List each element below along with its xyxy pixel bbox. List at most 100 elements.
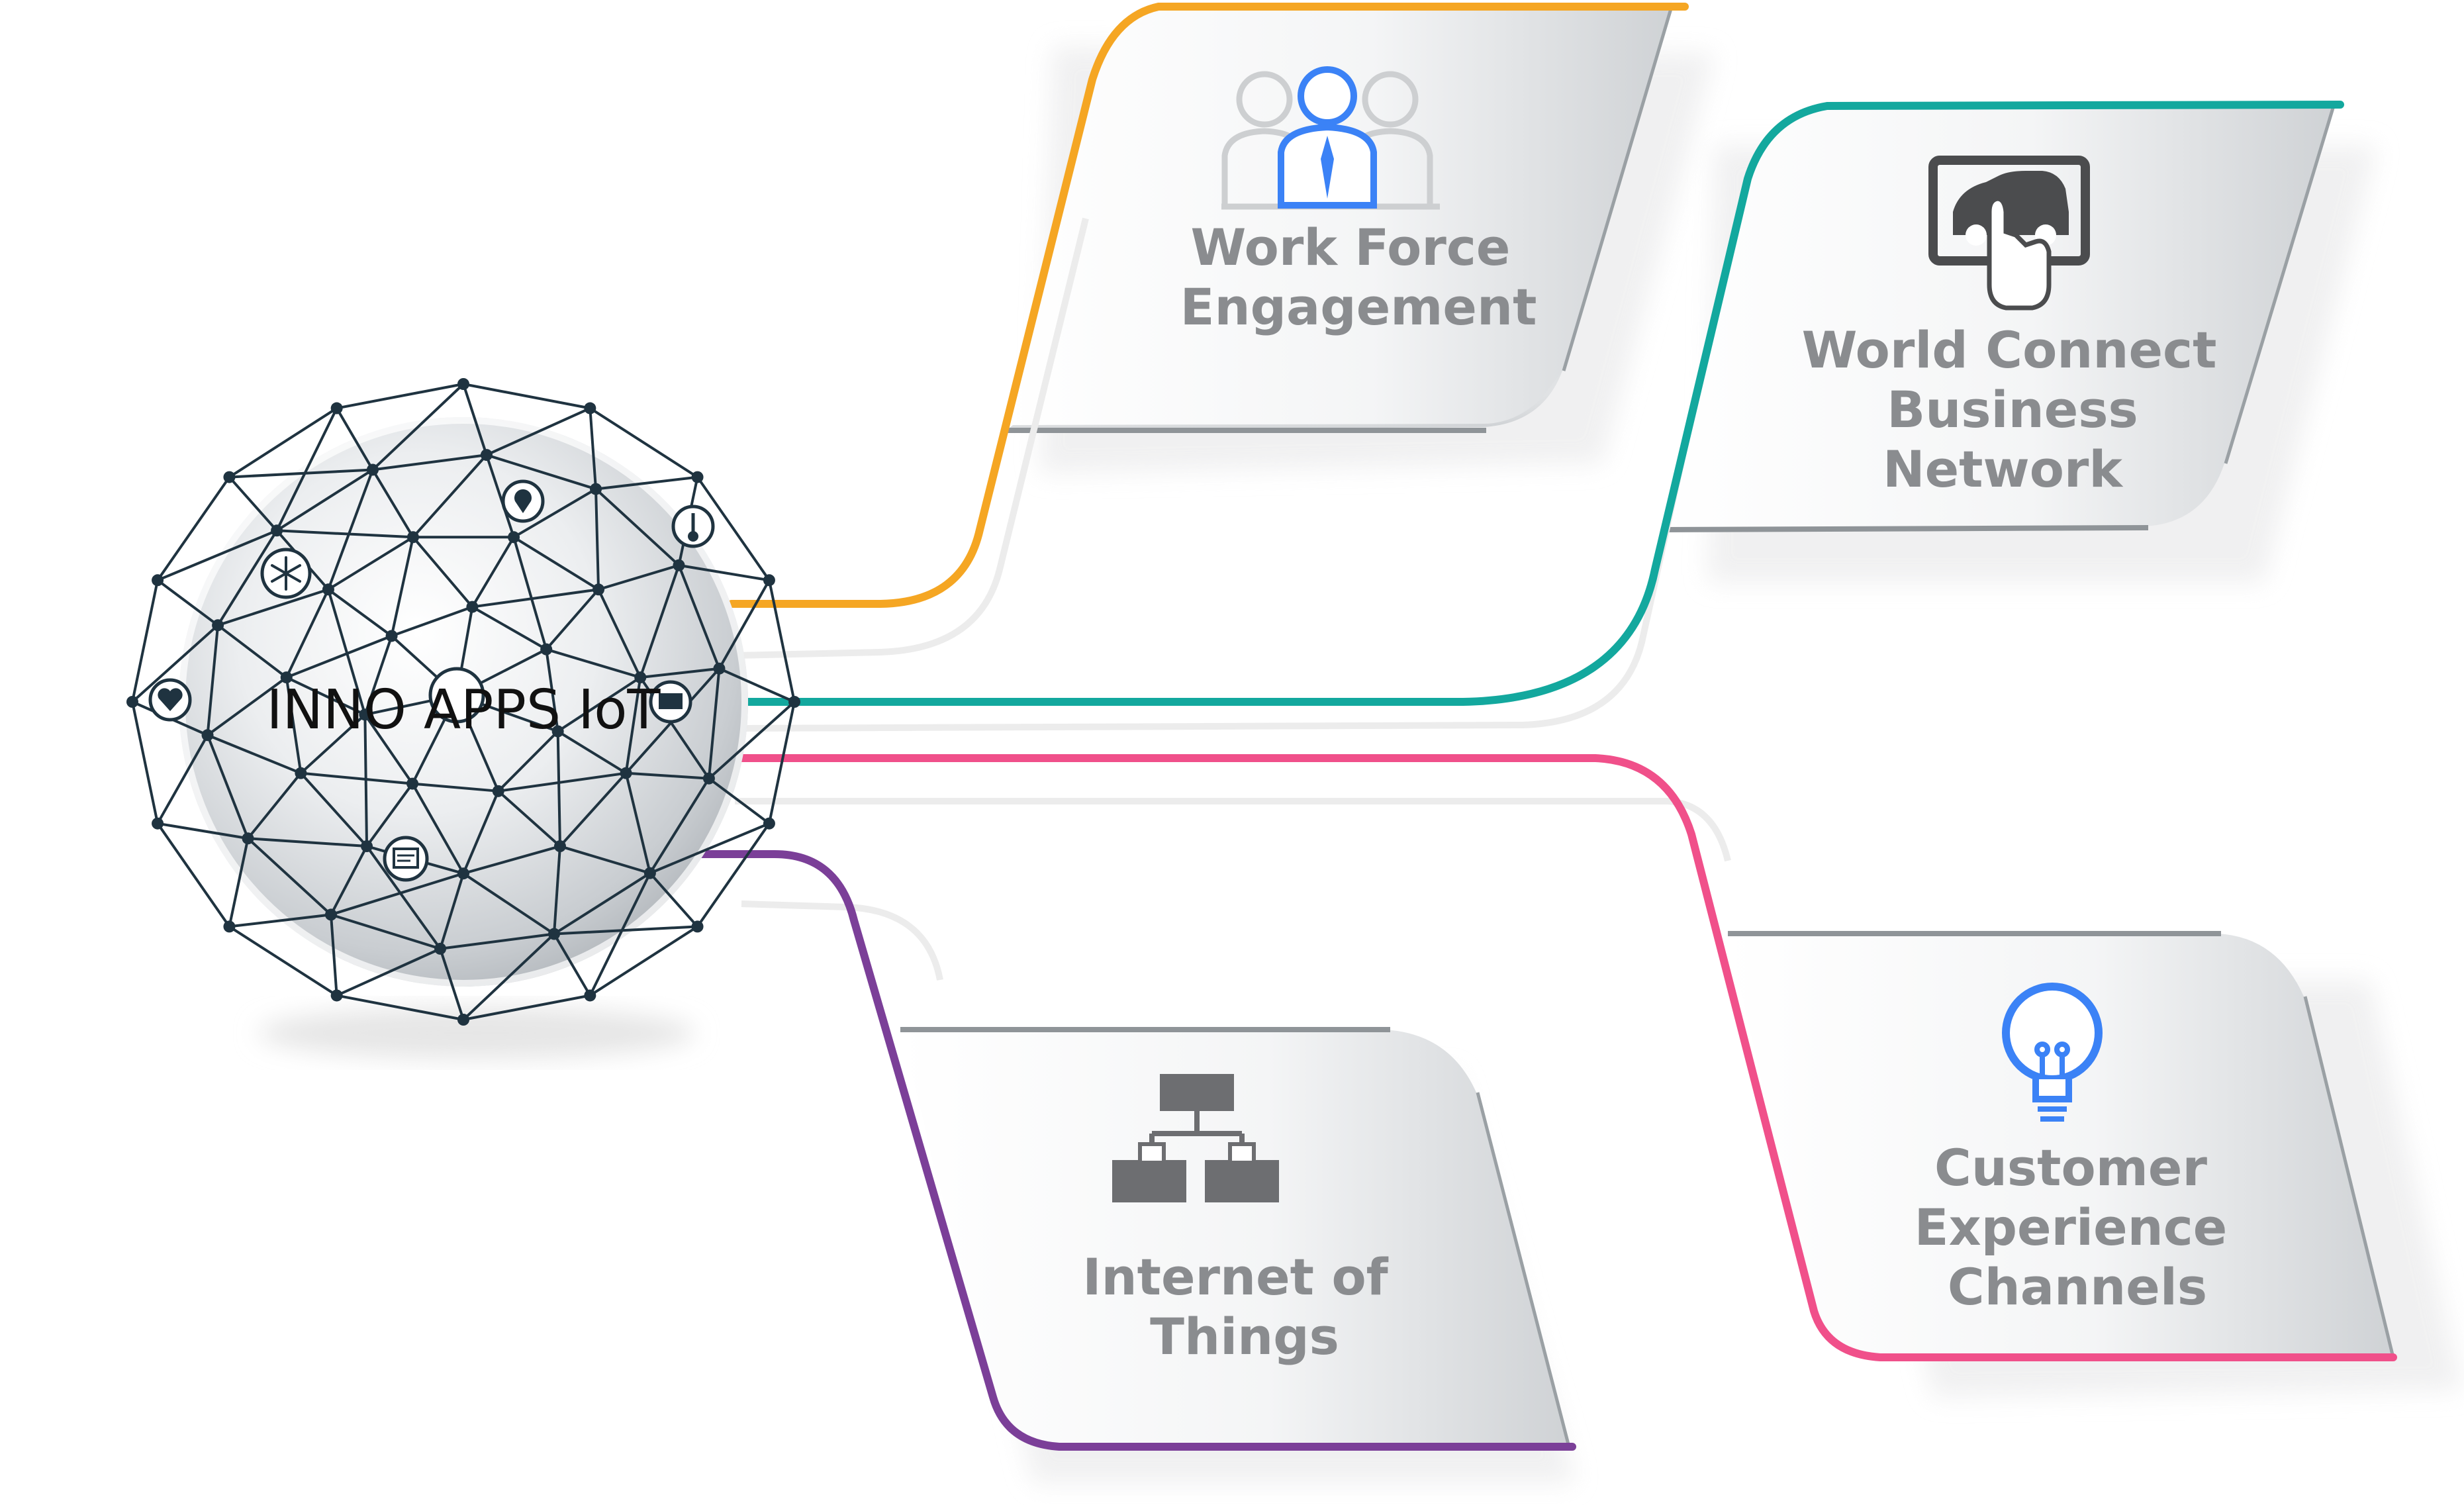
- mesh-link: [512, 536, 548, 650]
- sphere-icon-thermometer: [671, 505, 715, 548]
- mesh-link: [207, 734, 302, 775]
- mesh-node: [466, 601, 479, 613]
- mesh-link: [439, 873, 465, 949]
- mesh-link: [708, 701, 796, 780]
- mesh-node: [673, 559, 685, 571]
- mesh-link: [696, 822, 771, 928]
- mesh-node: [457, 378, 469, 390]
- mesh-link: [330, 872, 464, 916]
- mesh-link: [557, 676, 641, 733]
- mesh-link: [486, 407, 591, 456]
- card-label-iot: Internet of Things: [1082, 1247, 1388, 1366]
- mesh-link: [589, 407, 698, 479]
- mesh-link: [513, 536, 600, 591]
- mesh-link: [327, 588, 393, 638]
- card-label-workforce: Work Force Engagement: [1180, 218, 1537, 336]
- mesh-node: [584, 989, 596, 1002]
- mesh-link: [497, 790, 561, 848]
- mesh-link: [336, 947, 441, 997]
- mesh-link: [545, 588, 600, 650]
- mesh-link: [207, 676, 287, 736]
- sphere-icon-snowflake: [260, 548, 312, 599]
- mesh-link: [365, 845, 442, 950]
- mesh-node: [788, 696, 800, 708]
- mesh-node: [201, 729, 214, 742]
- card-customer: [1728, 931, 2463, 1397]
- mesh-link: [462, 791, 500, 874]
- connector-workforce: [728, 3, 1689, 608]
- sphere-icon-location: [501, 479, 545, 523]
- mesh-node: [634, 671, 647, 684]
- mesh-link: [624, 773, 651, 874]
- mesh-node: [330, 402, 343, 414]
- mesh-link: [513, 487, 597, 539]
- mesh-link: [485, 454, 515, 538]
- mesh-link: [462, 933, 555, 1021]
- mesh-link: [412, 536, 473, 608]
- mesh-link: [497, 730, 559, 793]
- connector-lines: [688, 3, 2397, 1451]
- mesh-link: [285, 676, 366, 716]
- card-line: World Connect: [1802, 320, 2217, 379]
- sphere-icon-heart: [148, 678, 192, 722]
- mesh-link: [463, 383, 591, 410]
- mesh-link: [640, 667, 720, 679]
- connector-iot: [688, 850, 1576, 1451]
- mesh-link: [327, 536, 414, 591]
- mesh-link: [299, 772, 368, 848]
- mesh-link: [639, 565, 681, 678]
- mesh-node: [457, 867, 469, 880]
- mesh-link: [486, 454, 596, 491]
- mesh-link: [206, 734, 250, 839]
- card-line: Customer: [1934, 1138, 2207, 1197]
- mesh-link: [594, 488, 680, 567]
- mesh-link: [498, 771, 626, 793]
- card-workforce: [1006, 6, 1715, 473]
- mesh-link: [595, 475, 698, 491]
- mesh-link: [553, 925, 698, 936]
- mesh-node: [434, 942, 447, 955]
- mesh-link: [336, 383, 464, 410]
- mesh-node: [361, 840, 373, 853]
- mesh-link: [553, 846, 561, 934]
- mesh-node: [691, 471, 704, 483]
- mesh-link: [327, 589, 367, 715]
- mesh-link: [371, 469, 414, 538]
- mesh-link: [156, 579, 219, 626]
- mesh-node: [643, 867, 656, 879]
- mesh-link: [463, 994, 591, 1021]
- mesh-link: [649, 777, 710, 874]
- mesh-node: [492, 785, 504, 797]
- mesh-link: [365, 783, 414, 848]
- mesh-link: [157, 529, 277, 582]
- mesh-link: [248, 837, 367, 848]
- mesh-link: [462, 872, 555, 936]
- mesh-link: [156, 476, 231, 581]
- mesh-link: [156, 734, 209, 824]
- mesh-link: [556, 731, 561, 847]
- mesh-node: [126, 696, 138, 708]
- mesh-node: [508, 531, 520, 544]
- mesh-link: [767, 579, 796, 703]
- mesh-node: [212, 619, 224, 632]
- mesh-link: [767, 701, 796, 824]
- mesh-node: [590, 483, 602, 495]
- card-line: Internet of: [1082, 1247, 1388, 1306]
- mesh-link: [157, 822, 248, 840]
- mesh-node: [763, 574, 775, 587]
- mesh-node: [280, 671, 293, 684]
- mesh-node: [406, 531, 419, 544]
- mesh-link: [329, 914, 338, 996]
- mesh-link: [545, 649, 559, 732]
- mesh-link: [228, 925, 338, 997]
- mesh-link: [462, 383, 488, 456]
- mesh-link: [330, 846, 368, 916]
- mesh-link: [559, 772, 628, 848]
- mesh-link: [275, 407, 338, 532]
- mesh-link: [440, 932, 555, 950]
- mesh-link: [247, 837, 332, 916]
- mesh-link: [545, 648, 641, 679]
- card-line: Engagement: [1180, 277, 1537, 336]
- mesh-link: [391, 605, 473, 638]
